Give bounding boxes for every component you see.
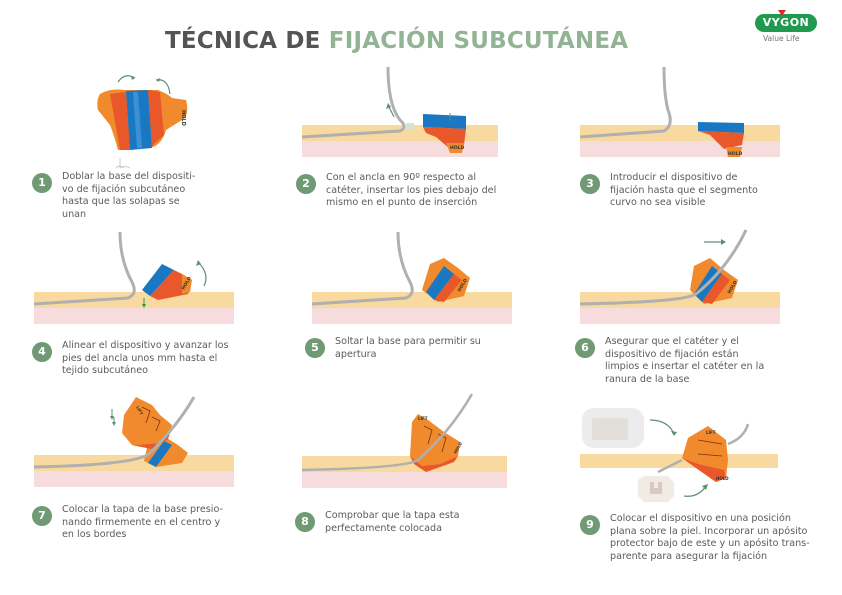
illustration-step-3: HOLD — [578, 65, 783, 165]
step-4: 4 Alinear el dispositivo y avanzar los p… — [32, 340, 228, 378]
step-5-text: Soltar la base para permitir su apertura — [335, 336, 481, 360]
step-8-text: Comprobar que la tapa esta perfectamente… — [325, 510, 460, 534]
step-2: 2 Con el ancla en 90º respecto al catéte… — [296, 172, 496, 210]
step-5: 5 Soltar la base para permitir su apertu… — [305, 336, 481, 361]
logo-tagline: Value Life — [763, 34, 800, 43]
step-3-badge: 3 — [580, 174, 600, 194]
logo-brand: VYGON — [762, 16, 810, 29]
step-6-badge: 6 — [575, 338, 595, 358]
step-2-text: Con el ancla en 90º respecto al catéter,… — [326, 172, 497, 208]
step-7: 7 Colocar la tapa de la base presio- nan… — [32, 504, 223, 542]
step-7-text: Colocar la tapa de la base presio- nando… — [62, 504, 223, 540]
step-8: 8 Comprobar que la tapa esta perfectamen… — [295, 510, 460, 535]
step-6: 6 Asegurar que el catéter y el dispositi… — [575, 336, 764, 386]
step-2-badge: 2 — [296, 174, 316, 194]
step-9-text: Colocar el dispositivo en una posición p… — [610, 513, 810, 562]
step-3-text: Introducir el dispositivo de fijación ha… — [610, 172, 758, 208]
title-part-dark: TÉCNICA DE — [165, 28, 329, 54]
illustration-step-9: LIFT HOLD — [578, 398, 783, 513]
step-4-badge: 4 — [32, 342, 52, 362]
step-1: 1 Doblar la base del dispositi- vo de fi… — [32, 171, 195, 221]
svg-text:HOLD: HOLD — [716, 476, 729, 481]
illustration-step-2: HOLD — [300, 65, 500, 165]
illustration-step-5: HOLD — [310, 230, 515, 330]
illustration-step-1: HOLD — [90, 70, 200, 170]
step-5-badge: 5 — [305, 338, 325, 358]
step-8-badge: 8 — [295, 512, 315, 532]
illustration-step-7: LIFT — [32, 395, 237, 495]
svg-text:HOLD: HOLD — [450, 145, 464, 151]
step-6-text: Asegurar que el catéter y el dispositivo… — [605, 336, 765, 385]
svg-text:LIFT: LIFT — [135, 405, 144, 416]
svg-text:HOLD: HOLD — [453, 440, 464, 454]
step-4-text: Alinear el dispositivo y avanzar los pie… — [62, 340, 229, 376]
illustration-step-8: LIFT HOLD — [300, 392, 510, 492]
svg-text:HOLD: HOLD — [728, 151, 742, 157]
step-1-badge: 1 — [32, 173, 52, 193]
svg-text:HOLD: HOLD — [180, 110, 186, 126]
logo-triangle-icon — [778, 10, 786, 16]
logo-pill: VYGON — [755, 10, 817, 32]
step-7-badge: 7 — [32, 506, 52, 526]
step-1-text: Doblar la base del dispositi- vo de fija… — [62, 171, 196, 220]
page-title: TÉCNICA DE FIJACIÓN SUBCUTÁNEA — [165, 28, 628, 54]
svg-text:LIFT: LIFT — [418, 416, 428, 421]
title-part-green: FIJACIÓN SUBCUTÁNEA — [328, 28, 629, 54]
svg-text:LIFT: LIFT — [706, 430, 716, 435]
illustration-step-6: HOLD — [578, 228, 783, 328]
illustration-step-4: HOLD — [32, 230, 237, 330]
step-9: 9 Colocar el dispositivo en una posición… — [580, 513, 810, 563]
step-9-badge: 9 — [580, 515, 600, 535]
step-3: 3 Introducir el dispositivo de fijación … — [580, 172, 758, 210]
vygon-logo: VYGON Value Life — [755, 10, 825, 43]
